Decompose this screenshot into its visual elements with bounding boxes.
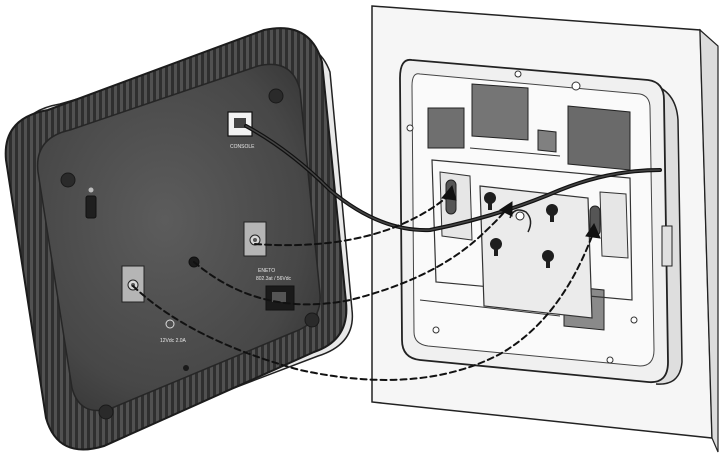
mounting-screws [484, 192, 558, 268]
console-label: CONSOLE [230, 144, 255, 150]
entry-sublabel: 802.3at / 56Vdc [256, 276, 292, 282]
mounting-post [243, 221, 267, 257]
arrowhead [441, 184, 457, 201]
entry-label: ENETO [258, 268, 275, 274]
alignment-arrow [254, 195, 449, 247]
bracket-cutout [537, 129, 557, 153]
arrowhead [499, 201, 513, 217]
access-point: CONSOLE ENETO 802.3at / 56Vdc [4, 27, 354, 451]
bracket-cutout [427, 107, 465, 149]
mounting-post [121, 265, 145, 303]
alignment-arrow [132, 235, 593, 381]
console-port: CONSOLE [227, 111, 255, 150]
ethernet-port: ENETO 802.3at / 56Vdc [256, 268, 295, 311]
bracket-cutout [567, 105, 631, 171]
alignment-arrow [193, 209, 507, 306]
security-slot [85, 187, 97, 219]
arrowhead [585, 222, 601, 239]
bracket-cutout [471, 83, 529, 141]
power-label: 12Vdc 2.0A [160, 338, 187, 344]
power-port: 12Vdc 2.0A [160, 319, 189, 371]
mounting-bracket [399, 58, 683, 385]
